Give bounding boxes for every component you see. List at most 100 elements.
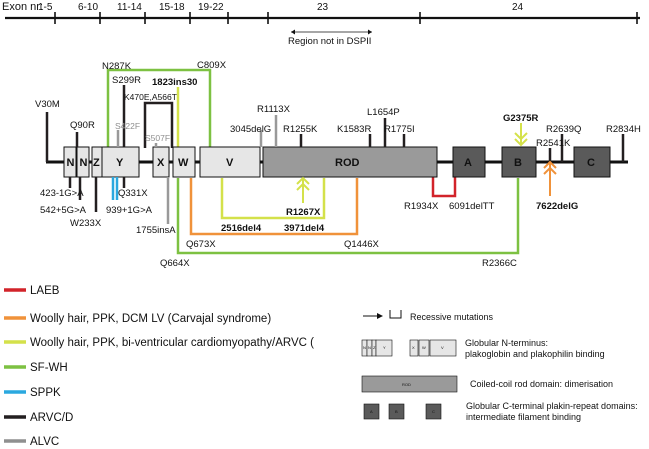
label-del7622: 7622delG — [536, 201, 578, 212]
legend-label-sfwh: SF-WH — [30, 362, 68, 374]
label-g2375r: G2375R — [503, 113, 539, 124]
mini-z: Z — [373, 345, 376, 350]
laeb-bracket — [431, 176, 457, 198]
legend: LAEB Woolly hair, PPK, DCM LV (Carvajal … — [4, 285, 314, 448]
label-del3971: 3971del4 — [284, 223, 325, 234]
domain-label-c: C — [587, 157, 595, 169]
mini-x: X — [412, 345, 415, 350]
key-cterm-line2: intermediate filament binding — [466, 412, 581, 422]
key-cterm-line1: Globular C-terminal plakin-repeat domain… — [466, 401, 638, 411]
region-not-in-dspii: Region not in DSPII — [288, 29, 372, 47]
exon-ticks — [54, 12, 638, 24]
mini-n2: N — [368, 345, 371, 350]
label-w233x: W233X — [70, 218, 102, 229]
domain-y — [101, 146, 140, 178]
mini-c: C — [432, 409, 435, 414]
label-del2516: 2516del4 — [221, 223, 262, 234]
legend-label-alvc: ALVC — [30, 436, 59, 448]
label-r2541k: R2541K — [536, 138, 571, 149]
r1267x-arrow — [296, 176, 310, 203]
del7622-arrow — [543, 160, 557, 196]
exon-group-15-18: 15-18 — [159, 2, 185, 13]
label-r1775i: R1775I — [384, 124, 415, 135]
legend-label-laeb: LAEB — [30, 285, 60, 297]
label-del3045: 3045delG — [230, 124, 271, 135]
exon-group-1-5: 1-5 — [38, 2, 53, 13]
label-r2366c: R2366C — [482, 258, 517, 269]
label-q673x: Q673X — [186, 239, 216, 250]
exon-group-23: 23 — [317, 2, 329, 13]
biv-bracket — [220, 178, 326, 220]
top-mutation-sticks — [45, 85, 625, 162]
domain-label-a: A — [464, 157, 472, 169]
domain-label-y: Y — [116, 157, 124, 169]
legend-label-sppk: SPPK — [30, 387, 61, 399]
label-ins1823: 1823ins30 — [152, 77, 197, 88]
domain-n2 — [76, 146, 90, 178]
label-l1654p: L1654P — [367, 107, 400, 118]
mini-n1: N — [363, 345, 366, 350]
domain-rod — [262, 146, 438, 178]
key-nterm-mini: N N Z Y X W V — [361, 339, 457, 357]
label-m542: 542+5G>A — [40, 205, 87, 216]
label-n287k: N287K — [102, 61, 132, 72]
label-v30m: V30M — [35, 99, 60, 110]
key-rod-mini — [361, 375, 458, 393]
key-recessive: Recessive mutations — [410, 312, 494, 322]
domain-c — [573, 146, 611, 178]
exon-group-24: 24 — [512, 2, 524, 13]
label-r1255k: R1255K — [283, 124, 318, 135]
domain-label-n1: N — [67, 157, 75, 169]
label-s422f: S422F — [115, 121, 140, 131]
label-q90r: Q90R — [70, 120, 95, 131]
domain-label-n2: N — [80, 157, 88, 169]
label-r1934x: R1934X — [404, 201, 439, 212]
key-nterm-line1: Globular N-terminus: — [465, 338, 548, 348]
legend-label-carvajal: Woolly hair, PPK, DCM LV (Carvajal syndr… — [30, 313, 271, 325]
exon-header: Exon nr: 1-5 6-10 11-14 15-18 19-22 23 2… — [2, 1, 640, 47]
g2375r-arrow — [514, 123, 528, 147]
domain-w — [172, 146, 196, 178]
key-cterm-mini: A B C — [363, 403, 442, 420]
sfwh-bracket — [176, 178, 520, 255]
domain-label-z: Z — [93, 157, 100, 169]
domain-v — [199, 146, 261, 178]
mini-v: V — [441, 345, 444, 350]
legend-label-biv: Woolly hair, PPK, bi-ventricular cardiom… — [30, 337, 314, 349]
label-q1446x: Q1446X — [344, 239, 380, 250]
label-r1113x: R1113X — [257, 104, 291, 115]
domain-label-x: X — [157, 157, 165, 169]
label-ins1755: 1755insA — [136, 225, 176, 236]
domain-label-w: W — [178, 157, 189, 169]
label-k470e: K470E,A566T — [124, 92, 177, 102]
mutation-labels: V30M Q90R N287K S299R S422F K470E,A566T … — [35, 60, 641, 269]
domain-label-rod: ROD — [335, 157, 360, 169]
key-panel: Recessive mutations N N Z Y X W V Globul… — [361, 310, 638, 422]
label-c809x: C809X — [197, 60, 227, 71]
domain-a — [452, 146, 486, 178]
label-r2834h: R2834H — [606, 124, 641, 135]
label-s299r: S299R — [112, 75, 141, 86]
domain-b — [501, 146, 537, 178]
bottom-mutation-sticks — [68, 177, 170, 224]
sfwh-top-frame — [106, 68, 212, 176]
key-rod-line1: Coiled-coil rod domain: dimerisation — [470, 379, 613, 389]
label-m939: 939+1G>A — [106, 205, 153, 216]
legend-label-arvcd: ARVC/D — [30, 412, 73, 424]
mini-a: A — [370, 409, 373, 414]
label-k1583r: K1583R — [337, 124, 371, 135]
label-s507f: S507F — [145, 133, 170, 143]
k470e-bracket — [143, 101, 174, 148]
exon-group-19-22: 19-22 — [198, 2, 224, 13]
mini-rod: ROD — [402, 382, 411, 387]
exon-group-6-10: 6-10 — [78, 2, 98, 13]
label-m423: 423-1G>A — [40, 188, 84, 199]
domain-boxes: N N Z Y X W V ROD A B C — [63, 146, 611, 178]
mini-w: W — [422, 345, 426, 350]
recessive-bracket-icon — [389, 310, 402, 319]
region-note: Region not in DSPII — [288, 36, 371, 47]
domain-label-b: B — [514, 157, 522, 169]
label-r1267x: R1267X — [286, 207, 321, 218]
exon-group-11-14: 11-14 — [117, 2, 142, 13]
